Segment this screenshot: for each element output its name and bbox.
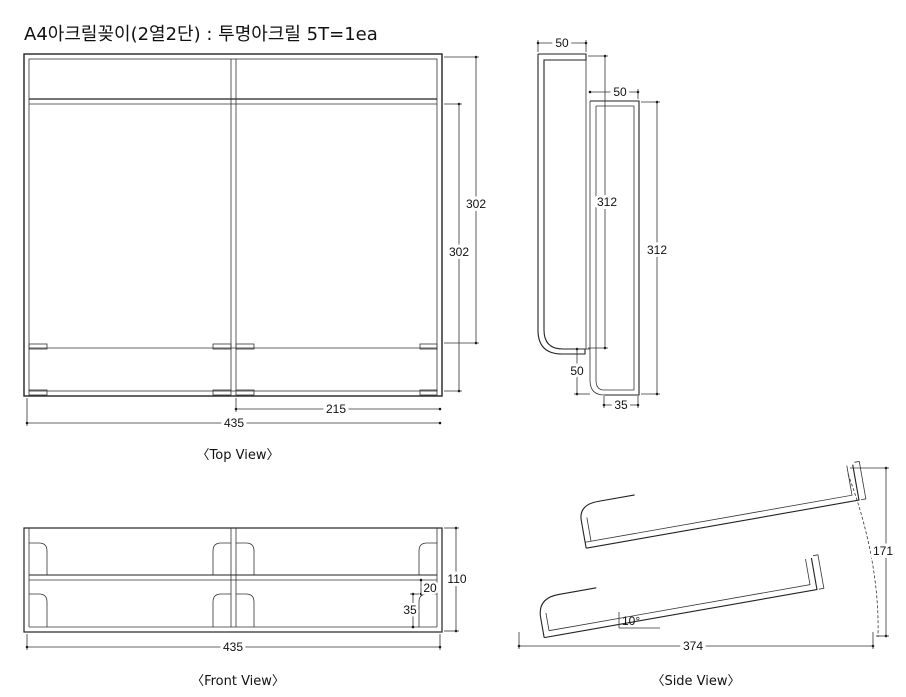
- top-dim-depth-outer: 302: [466, 197, 486, 211]
- side-view: 10° 374 171 〈Side View〉: [517, 460, 896, 689]
- top-dim-total-width: 435: [224, 416, 244, 430]
- side-part-dim-height-b: 312: [647, 243, 667, 257]
- drawing-title: A4아크릴꽂이(2열2단) : 투명아크릴 5T=1ea: [24, 24, 378, 45]
- side-dim-angle: 10°: [622, 614, 640, 628]
- front-dim-height: 110: [447, 572, 466, 586]
- side-dim-length: 374: [683, 639, 703, 653]
- front-view-caption: 〈Front View〉: [191, 674, 285, 689]
- side-view-caption: 〈Side View〉: [651, 674, 740, 689]
- side-parts: 50 50 312 312 50 35: [536, 33, 670, 415]
- front-dim-slot: 35: [403, 603, 417, 617]
- side-part-dim-top-a: 50: [555, 36, 569, 50]
- top-dim-depth-inner: 302: [449, 245, 469, 259]
- side-part-dim-height-a: 312: [597, 195, 617, 209]
- side-part-dim-top-b: 50: [613, 85, 627, 99]
- top-view: 215 435 302 302 〈Top View〉: [23, 53, 489, 463]
- front-view: 435 110 20 35 〈Front View〉: [23, 526, 470, 689]
- top-dim-half-width: 215: [326, 402, 346, 416]
- side-dim-height: 171: [873, 544, 893, 558]
- top-view-caption: 〈Top View〉: [197, 448, 280, 463]
- front-dim-gap: 20: [423, 581, 437, 595]
- front-dim-width: 435: [223, 640, 243, 654]
- side-part-dim-bottom-50: 50: [570, 364, 584, 378]
- side-part-dim-bottom-35: 35: [614, 398, 628, 412]
